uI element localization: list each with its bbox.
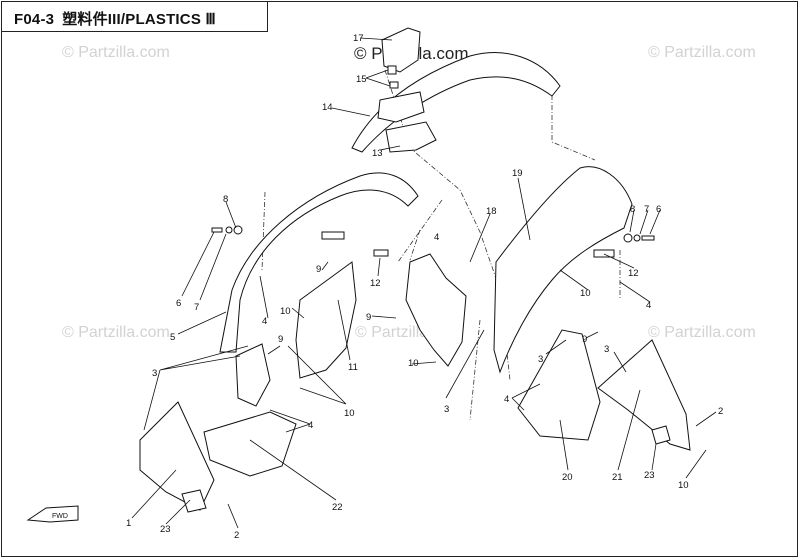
callout-9-a: 9 [316, 264, 321, 275]
callout-9-d: 9 [582, 334, 587, 345]
callout-8-right: 8 [630, 204, 635, 215]
callout-6-right: 6 [656, 204, 661, 215]
title-box: F04-3 塑料件III/PLASTICS Ⅲ [2, 2, 268, 32]
part-19-side-panel [493, 166, 633, 374]
callout-10-d: 10 [580, 288, 591, 299]
callout-12-left: 12 [370, 278, 381, 289]
part-15-clip [387, 65, 397, 75]
callout-9-c: 9 [278, 334, 283, 345]
callout-21: 21 [612, 472, 623, 483]
callout-3-right-a: 3 [538, 354, 543, 365]
page-title: F04-3 塑料件III/PLASTICS Ⅲ [14, 8, 224, 29]
callout-23-left: 23 [160, 524, 171, 535]
part-5-trim [219, 172, 419, 353]
part-7-grommet-right [633, 234, 641, 242]
part-name: 塑料件III/PLASTICS Ⅲ [62, 11, 216, 28]
watermark-top-right: © Partzilla.com [648, 44, 756, 61]
callout-2-right: 2 [718, 406, 723, 417]
watermark-top-left: © Partzilla.com [62, 44, 170, 61]
callout-18: 18 [486, 206, 497, 217]
part-14-upper-cowl [351, 52, 561, 153]
callout-11: 11 [348, 362, 358, 373]
callout-4-bottom: 4 [504, 394, 509, 405]
part-8-washer-left [233, 225, 243, 235]
part-20-lower-right [517, 329, 601, 441]
callout-4-right: 4 [646, 300, 651, 311]
watermark-mid-left: © Partzilla.com [62, 324, 170, 341]
callout-12-right: 12 [628, 268, 639, 279]
callout-10-c: 10 [344, 408, 355, 419]
callout-4-lower: 4 [308, 420, 313, 431]
part-6-bolt-right [641, 235, 655, 241]
part-23-bracket-left [181, 489, 207, 513]
callout-17: 17 [353, 33, 364, 44]
part-22-lower-cover [203, 411, 297, 477]
part-15-clip-2 [389, 81, 399, 89]
part-18-panel [405, 253, 467, 367]
part-17-bracket [381, 27, 421, 73]
part-12-label-mid [373, 249, 389, 257]
callout-19: 19 [512, 168, 523, 179]
callout-15: 15 [356, 74, 367, 85]
part-12-label-left [321, 231, 345, 240]
part-3-holder [235, 343, 271, 407]
callout-23-right: 23 [644, 470, 655, 481]
watermark-mid-right: © Partzilla.com [648, 324, 756, 341]
callout-10-e: 10 [678, 480, 689, 491]
callout-9-b: 9 [366, 312, 371, 323]
callout-6-left: 6 [176, 298, 181, 309]
callout-3-left: 3 [152, 368, 157, 379]
part-1-front-lower [139, 401, 215, 511]
part-12-label-right [593, 249, 615, 258]
callout-7-left: 7 [194, 302, 199, 313]
callout-5: 5 [170, 332, 175, 343]
callout-3-mid: 3 [444, 404, 449, 415]
callout-2-left: 2 [234, 530, 239, 541]
fwd-label: FWD [52, 513, 68, 520]
callout-13: 13 [372, 148, 383, 159]
callout-4-left: 4 [262, 316, 267, 327]
callout-7-right: 7 [644, 204, 649, 215]
part-8-washer-right [623, 233, 633, 243]
part-6-bolt-left [211, 227, 223, 233]
part-11-inner-panel [295, 261, 357, 379]
callout-10-a: 10 [280, 306, 291, 317]
part-23-bracket-right [651, 425, 671, 445]
fwd-arrow-icon: FWD [26, 505, 79, 523]
part-21-side-right [597, 339, 691, 451]
callout-14: 14 [322, 102, 333, 113]
callout-20: 20 [562, 472, 573, 483]
callout-8-left: 8 [223, 194, 228, 205]
callout-22: 22 [332, 502, 343, 513]
part-14-inner [377, 91, 425, 123]
part-7-grommet-left [225, 226, 233, 234]
callout-10-b: 10 [408, 358, 419, 369]
callout-1: 1 [126, 518, 131, 529]
callout-4-top: 4 [434, 232, 439, 243]
callout-3-right-b: 3 [604, 344, 609, 355]
part-code: F04-3 [14, 11, 55, 28]
